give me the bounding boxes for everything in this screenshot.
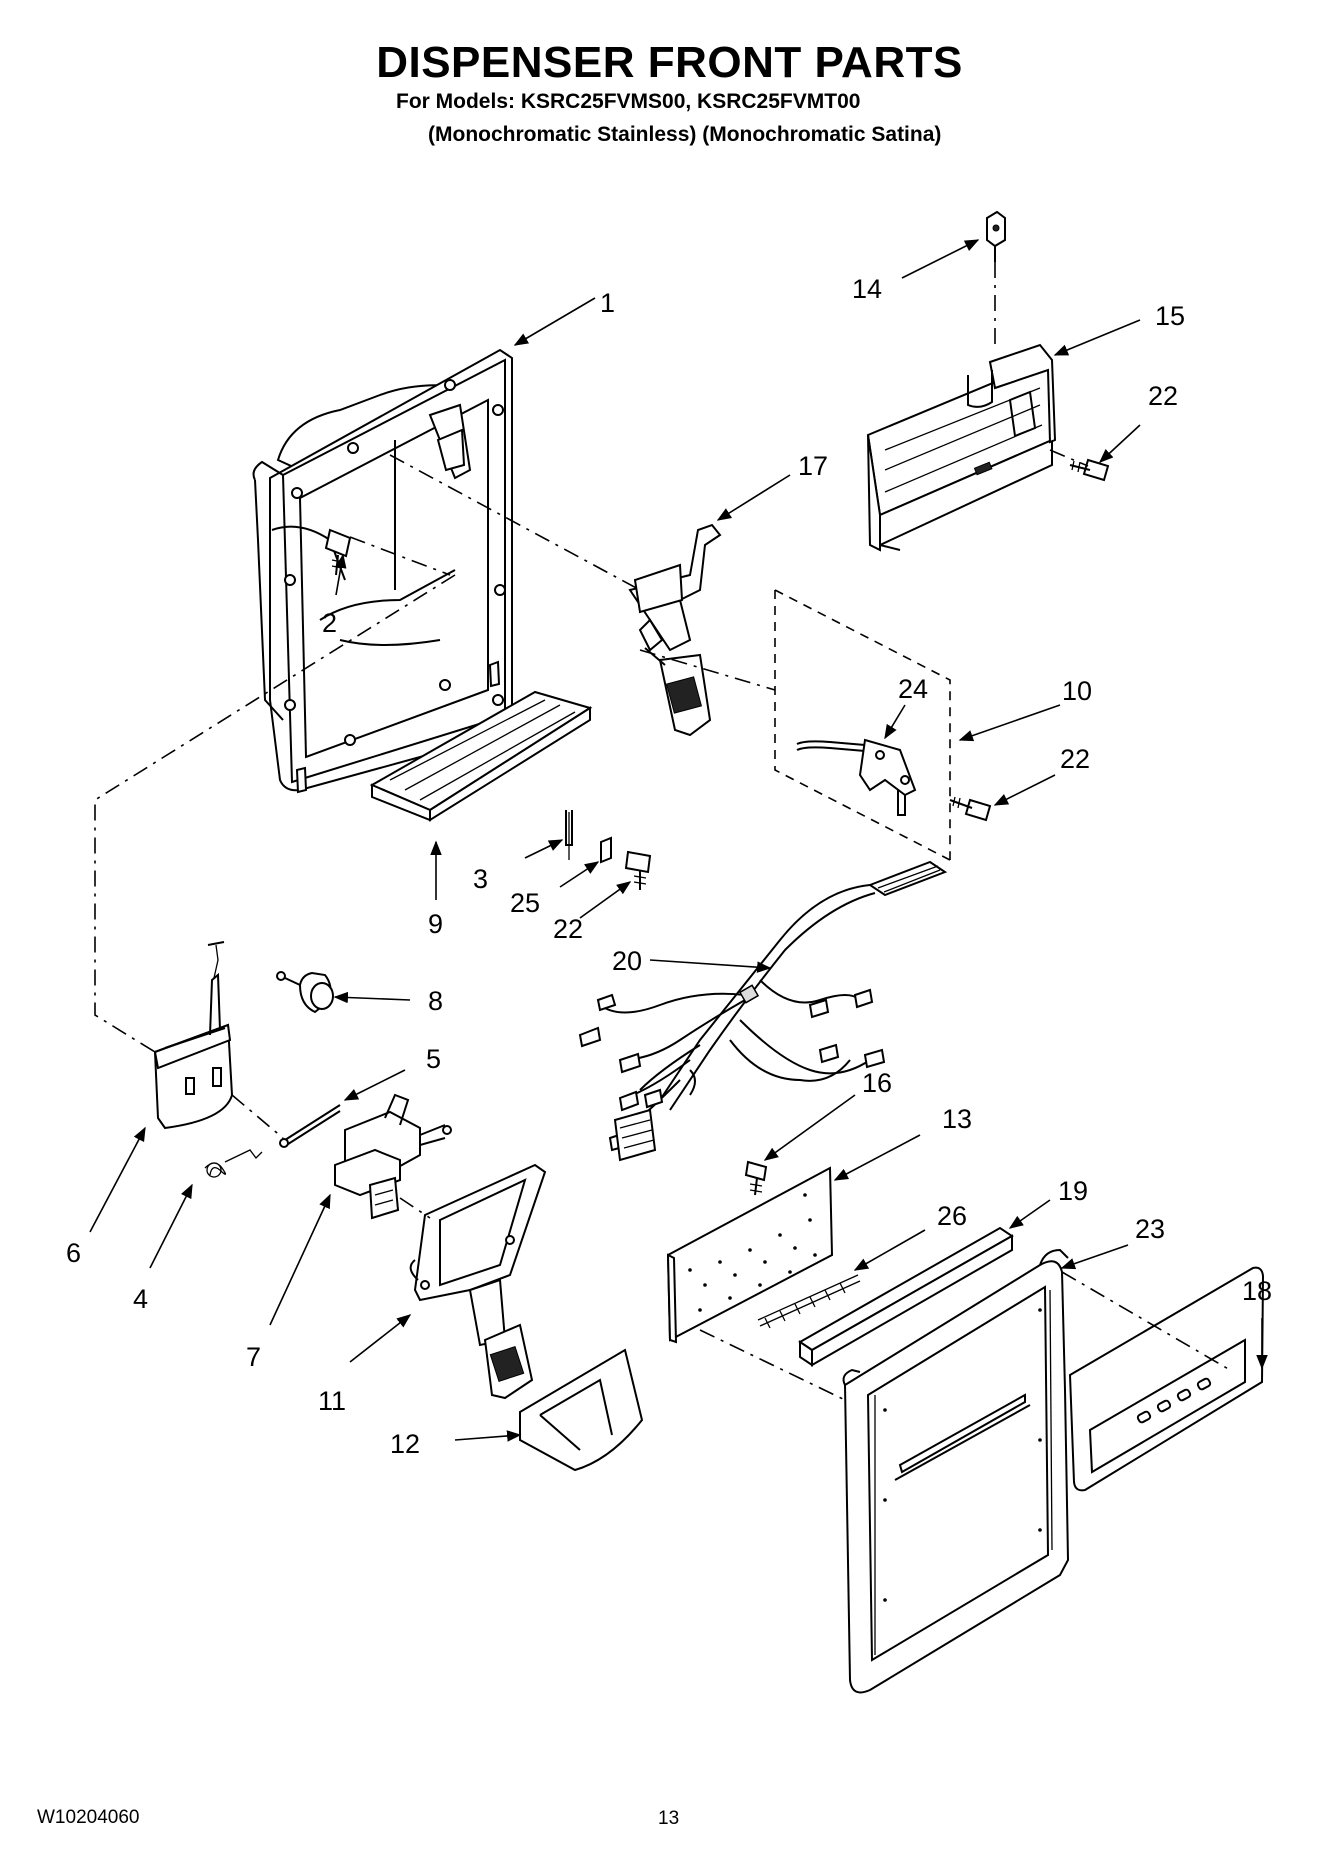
callout-8: 8 [428,986,443,1016]
callout-11: 11 [318,1386,346,1416]
callout-1: 1 [600,288,615,318]
part-trim-bar-19 [798,1226,1014,1367]
models-line: For Models: KSRC25FVMS00, KSRC25FVMT00 [396,90,861,113]
variants-line: (Monochromatic Stainless) (Monochromatic… [428,123,942,146]
callout-3: 3 [473,864,488,894]
part-actuator-14 [986,210,1006,262]
part-rod-5 [279,1104,341,1148]
callout-22-top: 22 [1148,381,1178,411]
callout-19: 19 [1058,1176,1088,1206]
part-spring-3 [565,810,573,860]
callout-10: 10 [1062,676,1092,706]
callout-5: 5 [426,1044,441,1074]
callout-7: 7 [246,1342,261,1372]
part-water-paddle-17 [628,523,722,737]
part-control-module-6 [153,941,234,1130]
part-strip-26 [757,1274,861,1329]
part-lever-24 [796,738,917,816]
callout-20: 20 [612,946,642,976]
part-screw-22a [1069,458,1110,482]
callout-25: 25 [510,888,540,918]
part-ice-chute-12 [519,1348,644,1472]
part-screw-16 [744,1160,768,1196]
part-solenoid-7 [334,1093,452,1220]
part-wire-harness-20 [578,860,948,1162]
part-front-panel-23 [842,1248,1070,1694]
part-ice-paddle-11 [409,1163,547,1400]
callout-24: 24 [898,674,928,704]
leader-arrows [89,239,1268,1442]
callout-22-mid: 22 [1060,744,1090,774]
callout-12: 12 [390,1429,420,1459]
callout-16: 16 [862,1068,892,1098]
callout-4: 4 [133,1284,148,1314]
callout-17: 17 [798,451,828,481]
callout-18: 18 [1242,1276,1272,1306]
part-dispenser-housing [252,348,513,794]
part-control-housing-15 [866,343,1057,552]
callout-15: 15 [1155,301,1185,331]
alignment-lines [94,262,1231,1401]
callout-9: 9 [428,909,443,939]
document-number: W10204060 [37,1807,140,1828]
part-motor-8 [276,971,334,1014]
callout-6: 6 [66,1238,81,1268]
part-control-cover-18 [1068,1266,1265,1492]
part-circuit-board-13 [666,1166,834,1344]
callout-22-low: 22 [553,914,583,944]
callout-labels: 1 2 3 4 5 6 7 8 9 10 11 12 13 14 15 16 1… [66,274,1272,1459]
part-drip-tray [369,690,593,822]
callout-2: 2 [322,608,337,638]
callout-14: 14 [852,274,882,304]
callout-23: 23 [1135,1214,1165,1244]
page-number: 13 [658,1808,680,1829]
part-screw-22b [949,796,992,822]
callout-13: 13 [942,1104,972,1134]
page-title: DISPENSER FRONT PARTS [376,38,963,87]
part-screw-22c [624,850,652,890]
callout-26: 26 [937,1201,967,1231]
part-spring-4 [204,1149,263,1178]
part-clip-25 [600,836,612,864]
